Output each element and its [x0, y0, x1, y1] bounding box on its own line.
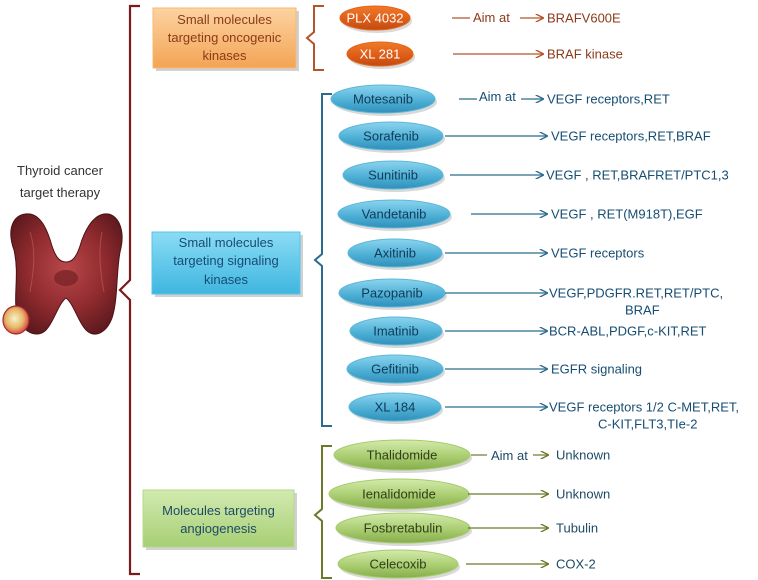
- drug-name: Thalidomide: [367, 448, 438, 463]
- drug-target: VEGF,PDGFR.RET,RET/PTC,: [549, 286, 723, 301]
- drug-target: VEGF receptors: [551, 246, 645, 261]
- drug-name: Motesanib: [353, 92, 413, 107]
- group-signaling: Small molecules targeting signaling kinase…: [151, 84, 739, 432]
- drug-target: C-KIT,FLT3,TIe-2: [598, 417, 697, 432]
- drug-pill: [346, 41, 414, 67]
- drug-name: XL 281: [360, 47, 401, 62]
- drug-target: VEGF receptors,RET: [547, 92, 670, 107]
- drug-name: Ienalidomide: [362, 487, 436, 502]
- drug-target: VEGF receptors,RET,BRAF: [551, 129, 711, 144]
- drug-pill: [348, 392, 442, 422]
- drug-target: VEGF , RET,BRAFRET/PTC1,3: [546, 168, 729, 183]
- group-title-line: Small molecules: [177, 12, 272, 27]
- group-oncogenic: Small molecules targeting oncogenic kinase…: [152, 5, 623, 71]
- group-angiogenesis: Molecules targeting angiogenesis Thalidomi…: [142, 439, 610, 580]
- drug-target: VEGF , RET(M918T),EGF: [551, 207, 703, 222]
- group-title-line: Molecules targeting: [162, 503, 275, 518]
- group-title-line: kinases: [202, 48, 247, 63]
- group-bracket: [313, 445, 332, 579]
- drug-pill: [342, 160, 444, 190]
- drug-pill: [338, 121, 444, 151]
- group-title-line: angiogenesis: [180, 521, 257, 536]
- drug-name: PLX 4032: [346, 11, 403, 26]
- drug-name: Imatinib: [373, 324, 419, 339]
- thyroid-gland-illustration: [2, 213, 123, 335]
- drug-pill: [333, 439, 471, 471]
- drug-name: Axitinib: [374, 246, 416, 261]
- group-bracket: [305, 5, 324, 71]
- drug-target: BRAF kinase: [547, 47, 623, 62]
- group-title-box: [151, 231, 301, 295]
- drug-item: Sorafenib VEGF receptors,RET,BRAF: [338, 121, 711, 153]
- root-title-line1: Thyroid cancer: [17, 163, 104, 178]
- drug-item: Sunitinib VEGF , RET,BRAFRET/PTC1,3: [342, 160, 729, 192]
- drug-target: COX-2: [556, 557, 596, 572]
- drug-item: Celecoxib COX-2: [337, 549, 596, 580]
- main-bracket: [118, 4, 140, 576]
- drug-target: EGFR signaling: [551, 362, 642, 377]
- aim-at-label: Aim at: [479, 89, 516, 104]
- drug-item: XL 184 VEGF receptors 1/2 C-MET,RET, C-KIT…: [348, 392, 739, 432]
- drug-name: Sunitinib: [368, 168, 418, 183]
- drug-target: BRAFV600E: [547, 11, 621, 26]
- aim-at-label: Aim at: [491, 448, 528, 463]
- drug-item: XL 281 BRAF kinase: [346, 41, 623, 69]
- drug-item: PLX 4032 Aim at BRAFV600E: [339, 5, 621, 33]
- drug-item: Vandetanib VEGF , RET(M918T),EGF: [337, 199, 703, 231]
- drug-target: VEGF receptors 1/2 C-MET,RET,: [549, 400, 739, 415]
- drug-target: BRAF: [625, 303, 660, 318]
- drug-pill: [339, 5, 411, 31]
- drug-pill: [330, 84, 436, 114]
- drug-item: Pazopanib VEGF,PDGFR.RET,RET/PTC, BRAF: [338, 278, 723, 318]
- group-bracket: [313, 93, 332, 427]
- group-title-line: targeting oncogenic: [168, 30, 282, 45]
- drug-pill: [349, 316, 443, 346]
- group-title-line: targeting signaling: [173, 253, 279, 268]
- drug-name: Fosbretabulin: [364, 521, 443, 536]
- drug-name: Gefitinib: [371, 362, 419, 377]
- drug-target: Unknown: [556, 448, 610, 463]
- drug-item: Fosbretabulin Tubulin: [335, 512, 598, 546]
- drug-name: Sorafenib: [363, 129, 419, 144]
- drug-item: Ienalidomide Unknown: [328, 478, 610, 512]
- group-title-line: Small molecules: [179, 235, 274, 250]
- drug-item: Gefitinib EGFR signaling: [346, 354, 642, 386]
- group-title-box: [152, 7, 297, 69]
- drug-pill: [346, 354, 444, 384]
- drug-item: Motesanib Aim at VEGF receptors,RET: [330, 84, 670, 116]
- drug-target: BCR-ABL,PDGF,c-KIT,RET: [549, 324, 707, 339]
- drug-item: Axitinib VEGF receptors: [347, 238, 645, 270]
- drug-item: Imatinib BCR-ABL,PDGF,c-KIT,RET: [349, 316, 707, 348]
- group-title-line: kinases: [204, 272, 249, 287]
- root-title-line2: target therapy: [20, 185, 101, 200]
- group-title-box: [142, 489, 295, 548]
- drug-pill: [347, 238, 443, 268]
- drug-pill: [337, 199, 451, 229]
- drug-name: XL 184: [375, 400, 416, 415]
- drug-item: Thalidomide Aim at Unknown: [333, 439, 610, 473]
- drug-pill: [337, 549, 459, 579]
- drug-name: Pazopanib: [361, 286, 422, 301]
- drug-name: Vandetanib: [362, 207, 427, 222]
- drug-target: Tubulin: [556, 521, 598, 536]
- drug-target: Unknown: [556, 487, 610, 502]
- drug-name: Celecoxib: [369, 557, 426, 572]
- aim-at-label: Aim at: [473, 10, 510, 25]
